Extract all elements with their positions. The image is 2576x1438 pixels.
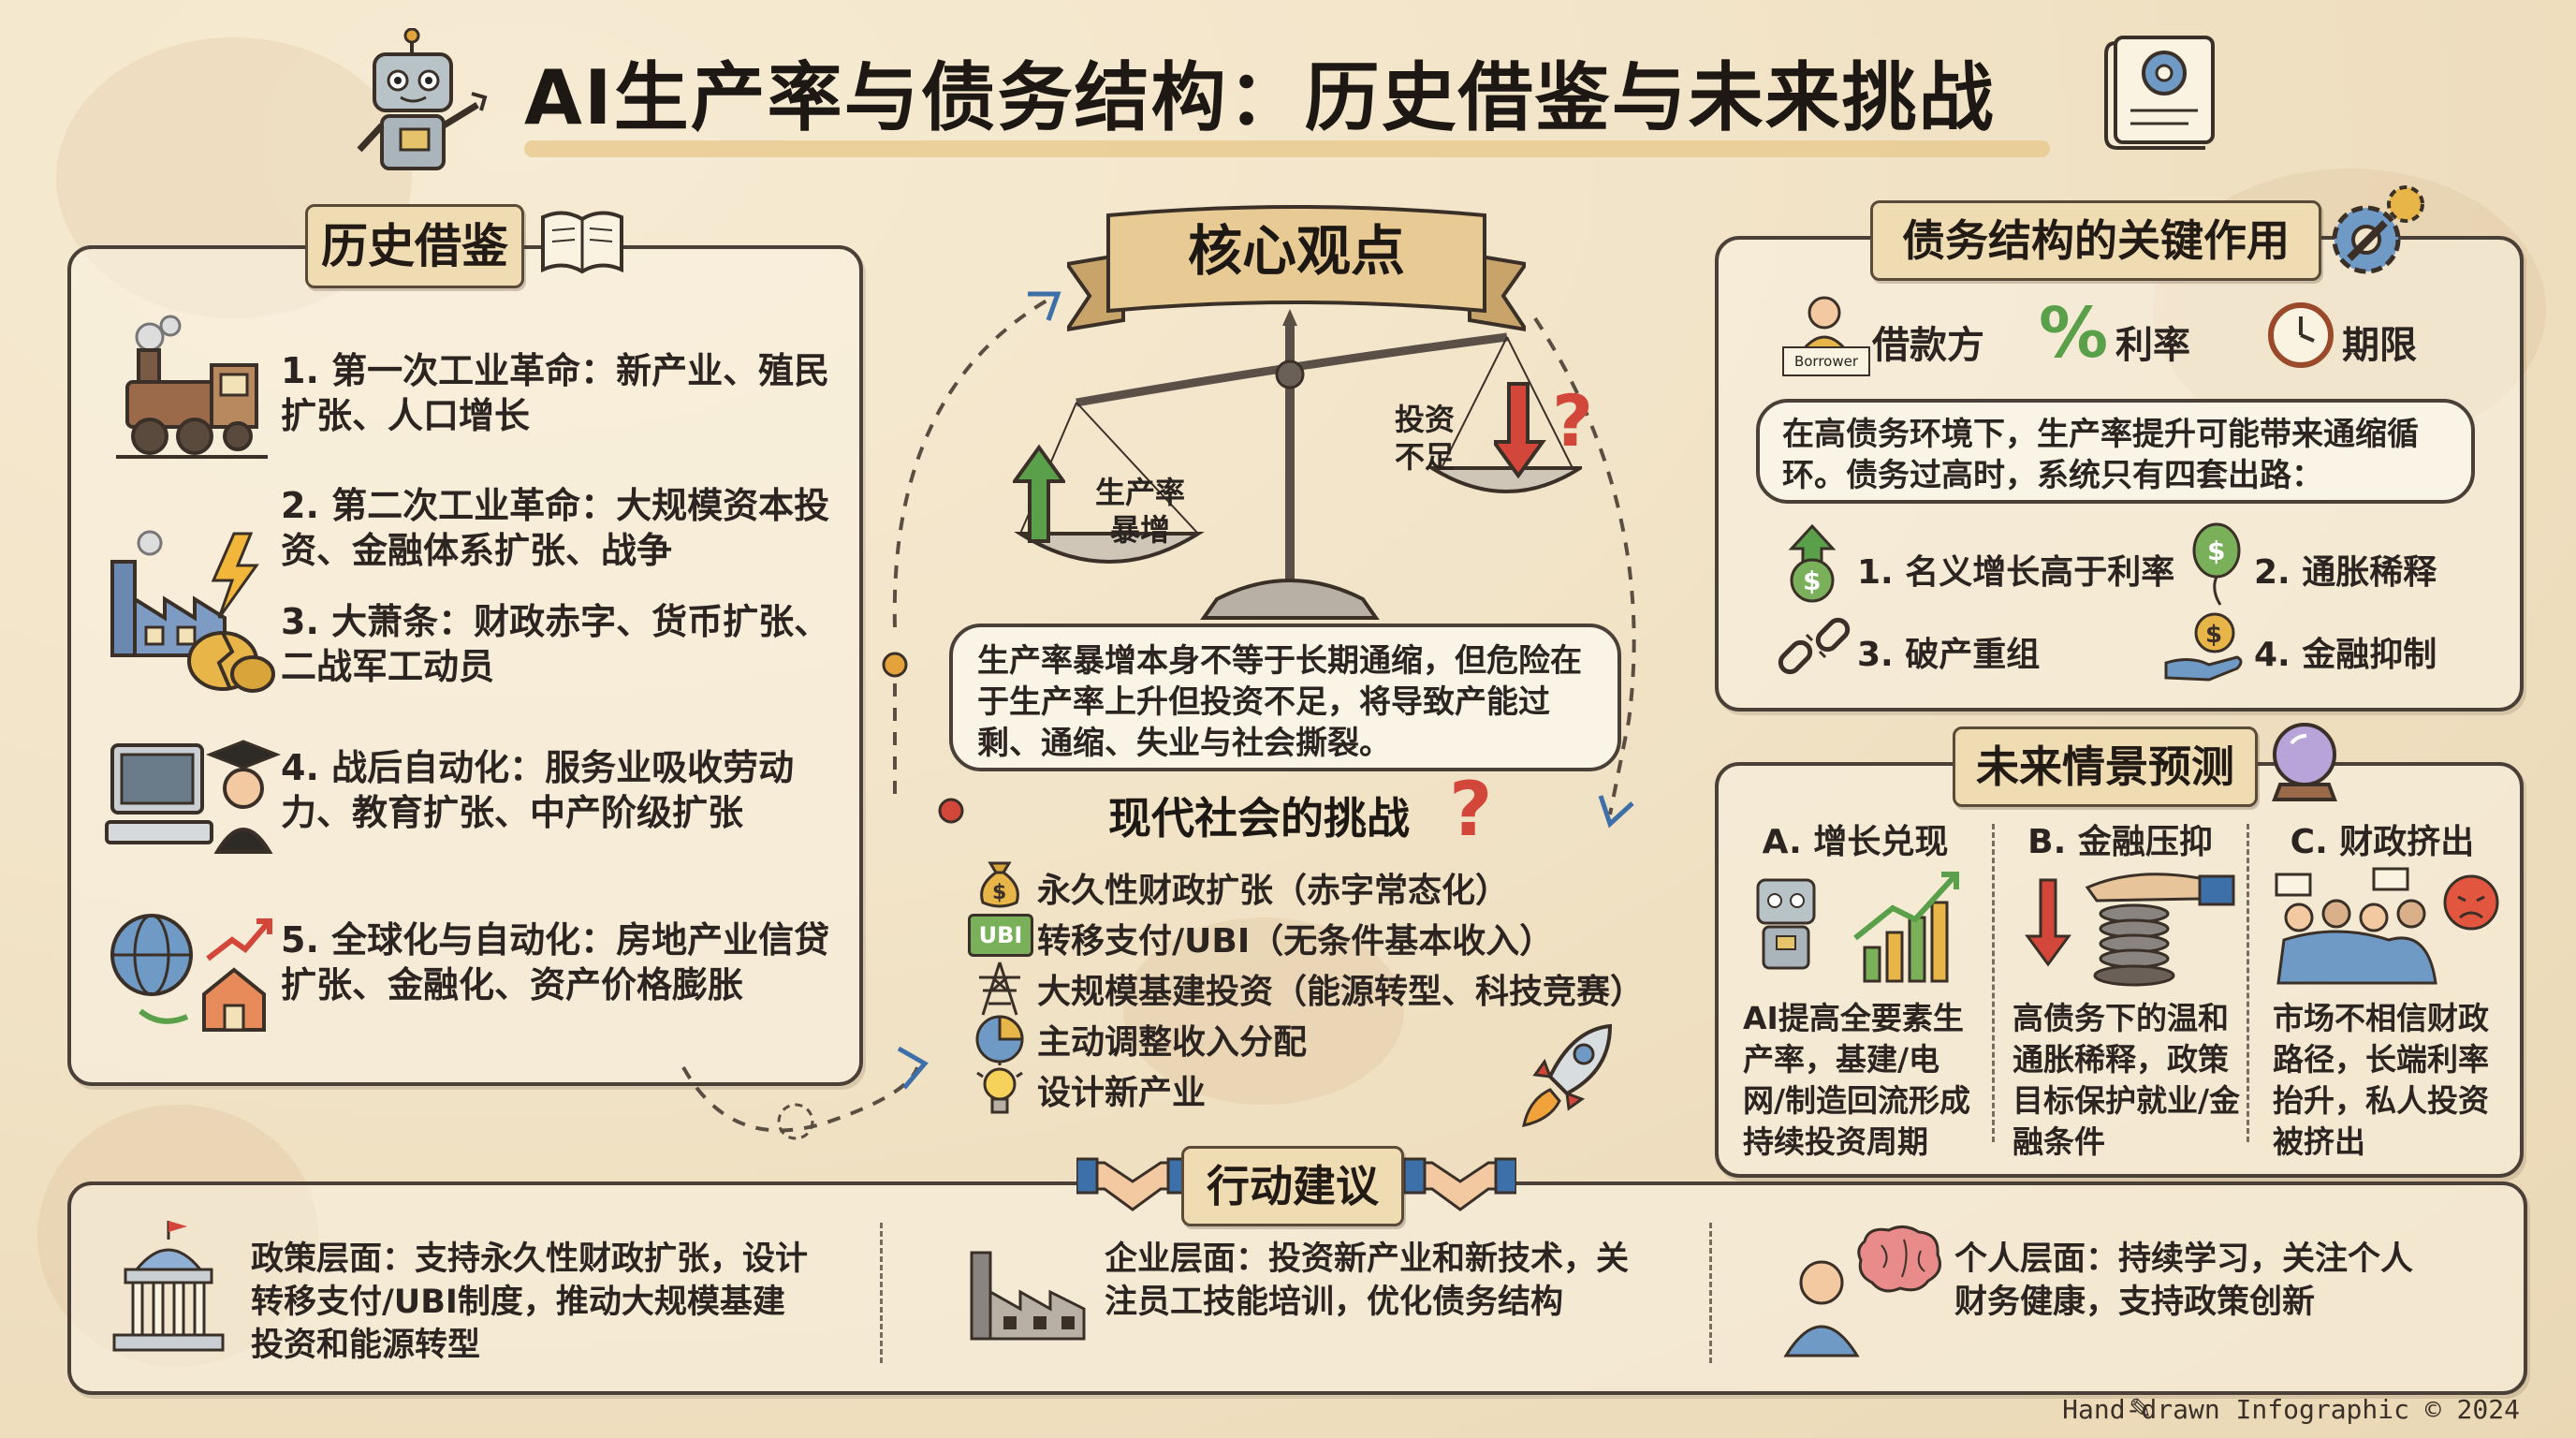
- challenge-item-2: 转移支付/UBI（无条件基本收入）: [1037, 922, 1554, 961]
- debt-exit-1: 1. 名义增长高于利率: [1857, 553, 2175, 592]
- history-item-1: 1. 第一次工业革命：新产业、殖民扩张、人口增长: [281, 350, 830, 436]
- challenge-item-4: 主动调整收入分配: [1037, 1023, 1308, 1062]
- red-down-arrow-question-icon: ?: [1490, 378, 1597, 479]
- percent-icon: %: [2039, 293, 2109, 374]
- computer-graduate-icon: [103, 736, 282, 858]
- money-bag-icon: $: [973, 858, 1026, 910]
- open-book-icon: [535, 204, 629, 279]
- core-banner-ribbon: [1067, 205, 1526, 332]
- scenario-divider: [1992, 824, 1995, 1142]
- scenario-divider: [2247, 824, 2249, 1142]
- action-divider: [1709, 1223, 1712, 1363]
- handshake-left-icon: [1075, 1144, 1191, 1215]
- borrower-badge: Borrower: [1782, 346, 1870, 376]
- debt-exit-3: 3. 破产重组: [1857, 636, 2041, 674]
- steam-locomotive-icon: [112, 309, 271, 468]
- hand-coin-icon: $: [2162, 610, 2247, 685]
- scenario-c-title: C. 财政挤出: [2290, 823, 2475, 861]
- challenge-item-5: 设计新产业: [1037, 1074, 1207, 1112]
- footer-credit: Hand-drawn Infographic © 2024: [2062, 1394, 2520, 1425]
- svg-text:$: $: [1803, 565, 1821, 596]
- svg-text:$: $: [2207, 536, 2225, 566]
- robot-growth-icon: [1743, 867, 1968, 989]
- action-enterprise: 企业层面：投资新产业和新技术，关注员工技能培训，优化债务结构: [1105, 1240, 1630, 1321]
- debt-statement: 在高债务环境下，生产率提升可能带来通缩循环。债务过高时，系统只有四套出路：: [1756, 399, 2475, 504]
- future-tag: 未来情景预测: [1953, 726, 2258, 807]
- history-item-5: 5. 全球化与自动化：房地产业信贷扩张、金融化、资产价格膨胀: [281, 919, 830, 1005]
- debt-exit-4: 4. 金融抑制: [2254, 636, 2437, 674]
- svg-text:$: $: [992, 881, 1006, 904]
- history-item-4: 4. 战后自动化：服务业吸收劳动力、教育扩张、中产阶级扩张: [281, 747, 795, 833]
- scenario-c-text: 市场不相信财政路径，长端利率抬升，私人投资被挤出: [2273, 1000, 2489, 1160]
- hand-press-spring-icon: [2012, 861, 2237, 992]
- scroll-gear-icon: [2087, 24, 2237, 165]
- pencil-icon: ✎: [2129, 1393, 2153, 1426]
- gear-wrench-icon: [2318, 178, 2430, 290]
- dashed-cycle-arrows: [681, 291, 1636, 1140]
- challenge-item-3: 大规模基建投资（能源转型、科技竞赛）: [1037, 973, 1645, 1011]
- person-brain-icon: [1778, 1223, 1947, 1363]
- title-underline: [524, 140, 2050, 157]
- pie-chart-icon: [973, 1013, 1026, 1065]
- action-policy: 政策层面：支持永久性财政扩张，设计转移支付/UBI制度，推动大规模基建投资和能源…: [251, 1240, 809, 1364]
- page-title: AI生产率与债务结构：历史借鉴与未来挑战: [524, 54, 1996, 141]
- crowd-angry-icon: [2271, 861, 2505, 992]
- actions-tag: 行动建议: [1181, 1146, 1404, 1226]
- robot-mascot-icon: [346, 27, 505, 178]
- action-divider: [880, 1223, 883, 1363]
- history-item-3: 3. 大萧条：财政赤字、货币扩张、二战军工动员: [281, 601, 830, 687]
- history-tag: 历史借鉴: [305, 204, 524, 288]
- globe-house-icon: [103, 908, 281, 1039]
- handshake-right-icon: [1402, 1144, 1518, 1215]
- borrower-icon: Borrower: [1782, 292, 1870, 376]
- balance-scale-icon: [1014, 309, 1582, 620]
- clock-icon: [2265, 300, 2336, 371]
- core-statement: 生产率暴增本身不等于长期通缩，但危险在于生产率上升但投资不足，将导致产能过剩、通…: [949, 624, 1621, 771]
- svg-text:$: $: [2205, 621, 2222, 649]
- rocket-icon: [1516, 1020, 1619, 1133]
- dollar-up-arrow-icon: $: [1782, 523, 1842, 603]
- debt-tag: 债务结构的关键作用: [1870, 200, 2321, 281]
- ubi-badge-icon: UBI: [968, 914, 1033, 957]
- debt-factor-borrower: 借款方: [1872, 324, 1984, 367]
- green-up-arrow-icon: [1011, 444, 1067, 545]
- challenges-question-icon: ?: [1449, 766, 1493, 853]
- scenario-a-text: AI提高全要素生产率，基建/电网/制造回流形成持续投资周期: [1743, 1000, 1971, 1160]
- svg-text:?: ?: [1552, 379, 1593, 462]
- right-pan-label: 投资不足: [1394, 402, 1455, 475]
- scenario-a-title: A. 增长兑现: [1762, 823, 1949, 861]
- history-item-2: 2. 第二次工业革命：大规模资本投资、金融体系扩张、战争: [281, 485, 830, 571]
- broken-coin-icon: [178, 609, 281, 702]
- debt-factor-term: 期限: [2342, 324, 2417, 367]
- challenges-title: 现代社会的挑战: [1108, 793, 1410, 844]
- power-tower-icon: [973, 961, 1026, 1017]
- broken-chain-icon: [1775, 607, 1853, 685]
- debt-factor-rate: 利率: [2115, 324, 2190, 367]
- challenge-item-1: 永久性财政扩张（赤字常态化）: [1037, 872, 1510, 910]
- scenario-b-text: 高债务下的温和通胀稀释，政策目标保护就业/金融条件: [2012, 1000, 2241, 1160]
- lightbulb-icon: [973, 1062, 1026, 1120]
- dollar-balloon-icon: $: [2188, 522, 2245, 607]
- crystal-ball-icon: [2263, 719, 2346, 805]
- scenario-b-title: B. 金融压抑: [2027, 823, 2213, 861]
- government-building-icon: [103, 1217, 234, 1357]
- debt-exit-2: 2. 通胀稀释: [2254, 553, 2437, 592]
- action-personal: 个人层面：持续学习，关注个人财务健康，支持政策创新: [1954, 1240, 2414, 1321]
- factory-icon: [962, 1234, 1093, 1346]
- left-pan-label: 生产率暴增: [1094, 475, 1185, 548]
- core-tag: 核心观点: [1187, 219, 1405, 283]
